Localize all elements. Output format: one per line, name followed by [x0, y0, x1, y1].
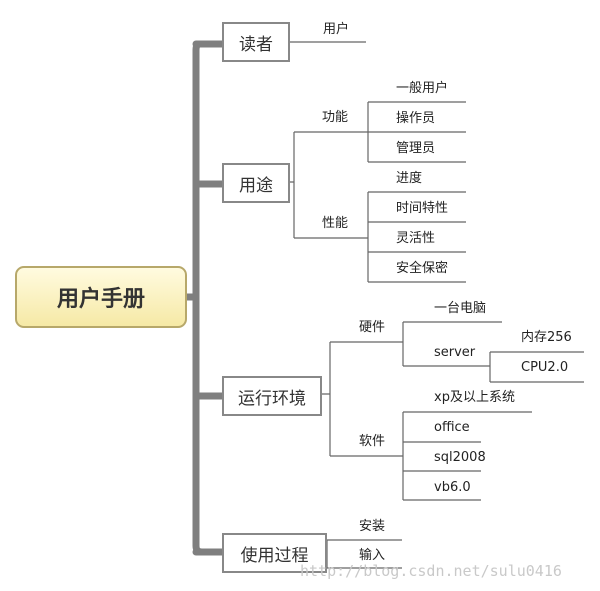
link-function	[367, 101, 466, 163]
software-item-vb[interactable]: vb6.0	[434, 480, 471, 495]
usage-performance[interactable]: 性能	[322, 216, 349, 231]
link-performance	[367, 191, 466, 283]
hardware-item-pc[interactable]: 一台电脑	[434, 301, 487, 316]
software-item-os[interactable]: xp及以上系统	[434, 390, 515, 405]
hardware-server[interactable]: server	[434, 345, 476, 360]
software-item-office[interactable]: office	[434, 420, 470, 435]
performance-item-security[interactable]: 安全保密	[396, 261, 449, 276]
node-usage[interactable]: 用途	[222, 163, 290, 203]
process-item-input[interactable]: 输入	[359, 548, 386, 563]
root-node[interactable]: 用户手册	[15, 266, 187, 328]
server-item-memory[interactable]: 内存256	[521, 330, 572, 345]
node-environment[interactable]: 运行环境	[222, 376, 322, 416]
link-process	[326, 539, 402, 569]
process-item-install[interactable]: 安装	[359, 519, 386, 534]
node-reader[interactable]: 读者	[222, 22, 290, 62]
function-item-admin[interactable]: 管理员	[396, 141, 436, 156]
link-environment	[322, 341, 403, 457]
server-item-cpu[interactable]: CPU2.0	[521, 360, 569, 375]
trunk-line	[183, 40, 226, 556]
software-item-sql[interactable]: sql2008	[434, 450, 486, 465]
link-server	[489, 351, 584, 383]
performance-item-timing[interactable]: 时间特性	[396, 201, 449, 216]
performance-item-progress[interactable]: 进度	[396, 171, 423, 186]
node-process[interactable]: 使用过程	[222, 533, 327, 573]
performance-item-flexibility[interactable]: 灵活性	[396, 231, 436, 246]
link-usage	[290, 131, 368, 239]
function-item-general[interactable]: 一般用户	[396, 81, 449, 96]
env-software[interactable]: 软件	[359, 434, 386, 449]
function-item-operator[interactable]: 操作员	[396, 111, 436, 126]
link-hardware	[402, 321, 502, 367]
reader-item-user[interactable]: 用户	[323, 22, 350, 37]
watermark-text: http://blog.csdn.net/sulu0416	[300, 562, 562, 580]
link-software	[402, 411, 532, 501]
env-hardware[interactable]: 硬件	[359, 320, 386, 335]
usage-function[interactable]: 功能	[322, 110, 349, 125]
